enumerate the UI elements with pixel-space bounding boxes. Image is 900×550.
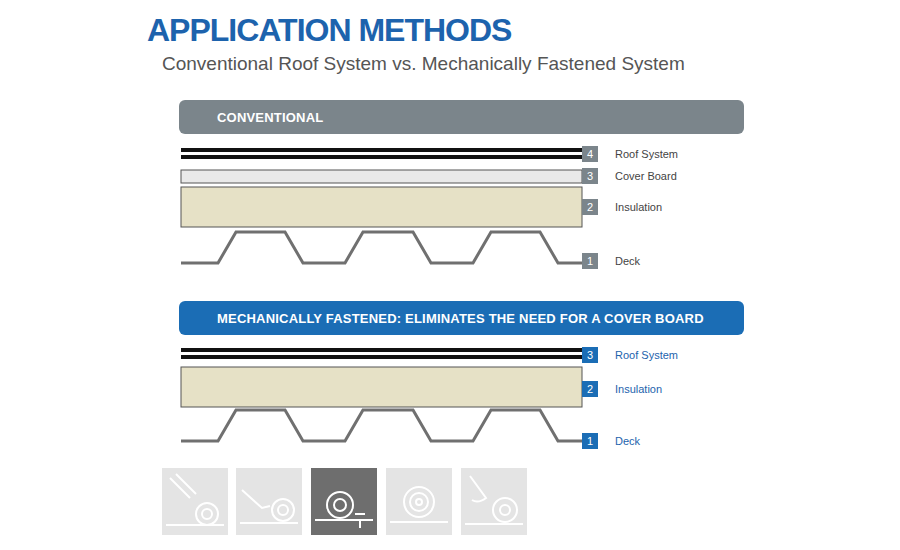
- torch-icon: [170, 474, 196, 498]
- roll-icon: [202, 509, 212, 519]
- insulation-layer: [181, 187, 582, 227]
- subtitle: Conventional Roof System vs. Mechanicall…: [162, 53, 685, 75]
- surface-icon: [465, 523, 523, 525]
- roll-icon: [196, 503, 218, 525]
- callout-number: 3: [582, 168, 598, 184]
- application-icons: [162, 468, 527, 535]
- roll-icon: [327, 492, 353, 518]
- band-heading: MECHANICALLY FASTENED: ELIMINATES THE NE…: [217, 311, 704, 326]
- callout-number: 3: [582, 347, 598, 363]
- icon-tile-active: [311, 468, 377, 535]
- section-band: MECHANICALLY FASTENED: ELIMINATES THE NE…: [179, 301, 744, 335]
- band-heading: CONVENTIONAL: [217, 110, 323, 125]
- page-title: APPLICATION METHODS: [147, 12, 511, 49]
- roll-icon: [278, 505, 288, 515]
- tool-icon: [242, 490, 270, 508]
- callout-number: 4: [582, 146, 598, 162]
- callout-number: 1: [582, 253, 598, 269]
- roof-membrane: [181, 155, 582, 159]
- metal-deck: [181, 410, 582, 441]
- cover-board: [181, 170, 582, 183]
- layer-name: Insulation: [615, 381, 662, 397]
- roll-icon: [410, 493, 428, 511]
- roof-membrane: [181, 148, 582, 152]
- layer-name: Roof System: [615, 347, 678, 363]
- surface-icon: [240, 522, 298, 524]
- section-band: CONVENTIONAL: [179, 100, 744, 134]
- layer-name: Deck: [615, 433, 640, 449]
- layer-name: Cover Board: [615, 168, 677, 184]
- layer-callout: 1 Deck: [582, 253, 640, 269]
- layer-callout: 2 Insulation: [582, 199, 662, 215]
- layer-callout: 2 Insulation: [582, 381, 662, 397]
- roll-icon: [493, 498, 517, 522]
- callout-number: 2: [582, 381, 598, 397]
- layer-name: Deck: [615, 253, 640, 269]
- roll-icon: [404, 487, 434, 517]
- roll-icon: [334, 499, 346, 511]
- layer-name: Insulation: [615, 199, 662, 215]
- fastener-icon: [315, 514, 373, 528]
- icon-tile: [386, 468, 452, 535]
- callout-number: 1: [582, 433, 598, 449]
- metal-deck: [181, 232, 582, 263]
- roof-membrane: [181, 348, 582, 352]
- layer-name: Roof System: [615, 146, 678, 162]
- roll-icon: [500, 505, 510, 515]
- icon-tile: [236, 468, 302, 535]
- callout-number: 2: [582, 199, 598, 215]
- conventional-layers: [181, 148, 582, 263]
- icon-tile: [461, 468, 527, 535]
- layer-callout: 3 Roof System: [582, 347, 678, 363]
- icon-tile: [162, 468, 228, 535]
- roll-icon: [272, 499, 294, 521]
- surface-icon: [390, 521, 448, 523]
- layer-callout: 1 Deck: [582, 433, 640, 449]
- insulation-layer: [181, 367, 582, 407]
- mechanical-layers: [181, 348, 582, 441]
- layer-callout: 3 Cover Board: [582, 168, 677, 184]
- layer-callout: 4 Roof System: [582, 146, 678, 162]
- roof-membrane: [181, 355, 582, 359]
- surface-icon: [166, 524, 224, 526]
- roll-icon: [416, 499, 422, 505]
- hand-icon: [470, 476, 486, 502]
